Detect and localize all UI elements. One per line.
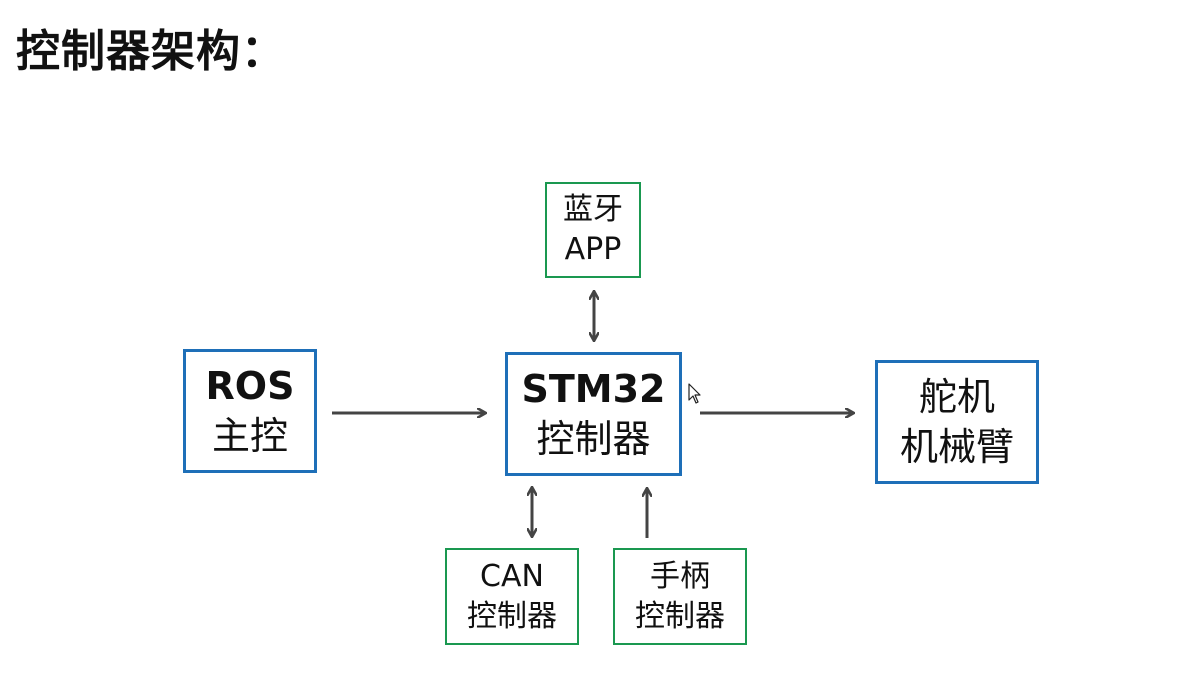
gamepad-controller-node: 手柄 控制器 — [613, 548, 747, 645]
can-sublabel: 控制器 — [467, 598, 557, 634]
servo-arm-node: 舵机 机械臂 — [875, 360, 1039, 484]
gamepad-label: 手柄 — [650, 558, 710, 594]
stm32-sublabel: 控制器 — [536, 417, 651, 461]
mouse-cursor-icon — [688, 383, 701, 404]
stm32-label: STM32 — [521, 367, 666, 411]
ros-label: ROS — [205, 364, 295, 408]
stm32-controller-node: STM32 控制器 — [505, 352, 682, 476]
ros-sublabel: 主控 — [211, 414, 288, 458]
can-label: CAN — [480, 558, 544, 594]
bluetooth-app-node: 蓝牙 APP — [545, 182, 641, 278]
ros-master-node: ROS 主控 — [183, 349, 317, 473]
can-controller-node: CAN 控制器 — [445, 548, 579, 645]
page-title: 控制器架构： — [16, 26, 286, 77]
servo-label: 舵机 — [918, 375, 995, 419]
arm-label: 机械臂 — [899, 425, 1014, 469]
app-label: APP — [564, 232, 622, 267]
bluetooth-label: 蓝牙 — [563, 192, 623, 227]
gamepad-sublabel: 控制器 — [635, 598, 725, 634]
